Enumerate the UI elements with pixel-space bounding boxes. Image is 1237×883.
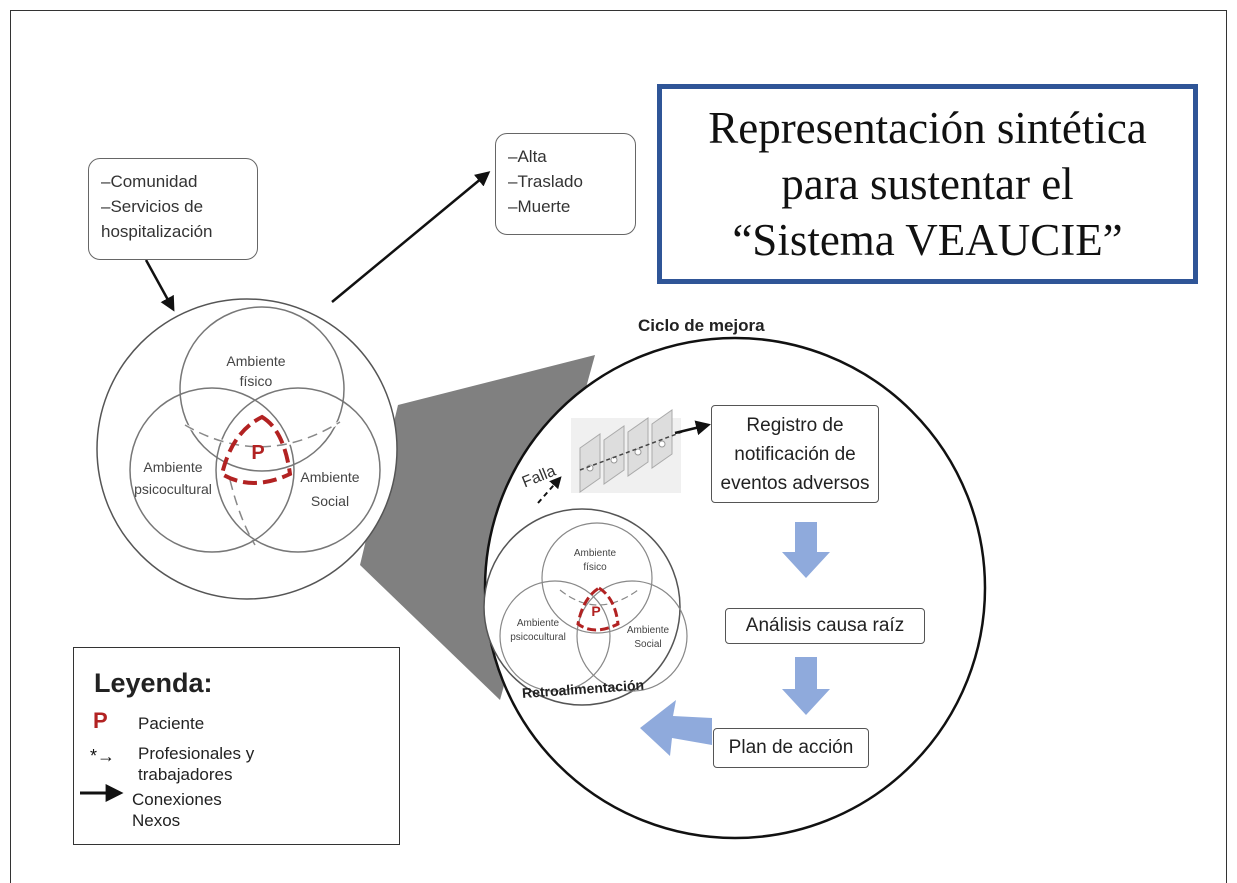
legend-professionals-symbol: *→ [90,746,115,766]
title-line-2: para sustentar el [781,159,1074,209]
outcomes-box: –Alta –Traslado –Muerte [495,133,636,235]
venn-physical-circle [179,306,345,472]
failure-arrow-to-register [674,420,711,436]
legend-patient-symbol: P [93,708,108,733]
legend-professionals-label-2: trabajadores [138,765,233,784]
mini-venn-psychocultural [499,580,611,692]
output-line-3: –Muerte [508,197,571,216]
input-arrow [144,259,175,312]
title-line-1: Representación sintética [708,103,1147,153]
step-plan-box: Plan de acción [713,728,869,768]
legend-connections-label-2: Nexos [132,811,181,830]
legend-patient-label: Paciente [138,714,205,733]
mini-patient-symbol: P [591,603,600,619]
output-arrow [331,171,491,303]
feedback-circle [483,508,681,706]
mini-psychocultural-label-1: Ambiente [517,618,560,629]
venn-physical-label-1: Ambiente [226,353,285,369]
page-frame [10,10,1227,883]
legend-professionals-label-1: Profesionales y [138,744,255,763]
legend-title: Leyenda: [94,668,213,698]
step-register-line-2: notificación de [734,443,856,465]
venn-social-circle [215,387,381,553]
patient-area-outline [219,414,293,485]
output-line-1: –Alta [508,147,547,166]
mini-social-label-2: Social [634,639,661,650]
venn-physical-label-2: físico [240,373,273,389]
mini-patient-area-outline [576,586,620,632]
venn-psychocultural-circle [129,387,295,553]
swiss-cheese-model-icon [571,409,683,493]
failure-dashed-arrow [537,476,562,504]
blue-arrow-down-2 [782,657,830,715]
input-line-1: –Comunidad [101,172,198,191]
venn-social-label-2: Social [311,493,349,509]
blue-arrow-down-1 [782,522,830,578]
title-line-3: “Sistema VEAUCIE” [732,215,1123,265]
title-text: Representación sintética para sustentar … [708,100,1147,268]
mini-venn-physical [541,522,653,634]
output-line-2: –Traslado [508,172,583,191]
input-sources-box: –Comunidad –Servicios de hospitalización [88,158,258,260]
step-register-line-1: Registro de [746,414,844,436]
legend-connections-label-1: Conexiones [132,790,222,809]
patient-symbol: P [251,442,264,464]
mini-psychocultural-label-2: psicocultural [510,632,566,643]
mini-social-label-1: Ambiente [627,625,670,636]
venn-psychocultural-label-1: Ambiente [143,459,202,475]
legend-box: Leyenda: Paciente Profesionales y trabaj… [73,647,400,845]
step-register-line-3: eventos adversos [720,472,870,494]
title-box: Representación sintética para sustentar … [657,84,1198,284]
step-analysis-label: Análisis causa raíz [745,615,905,636]
step-analysis-box: Análisis causa raíz [725,608,925,644]
mini-venn-social [576,580,688,692]
system-circle [96,298,398,600]
cycle-title: Ciclo de mejora [638,316,765,335]
step-register-box: Registro de notificación de eventos adve… [711,405,879,503]
blue-feedback-arrow [640,700,712,756]
input-line-2: –Servicios de [101,197,204,216]
mini-physical-label-1: Ambiente [574,548,617,559]
step-plan-label: Plan de acción [728,737,854,758]
venn-social-label-1: Ambiente [300,469,359,485]
mini-physical-label-2: físico [583,562,607,573]
input-line-3: hospitalización [101,222,213,241]
venn-psychocultural-label-2: psicocultural [134,481,212,497]
